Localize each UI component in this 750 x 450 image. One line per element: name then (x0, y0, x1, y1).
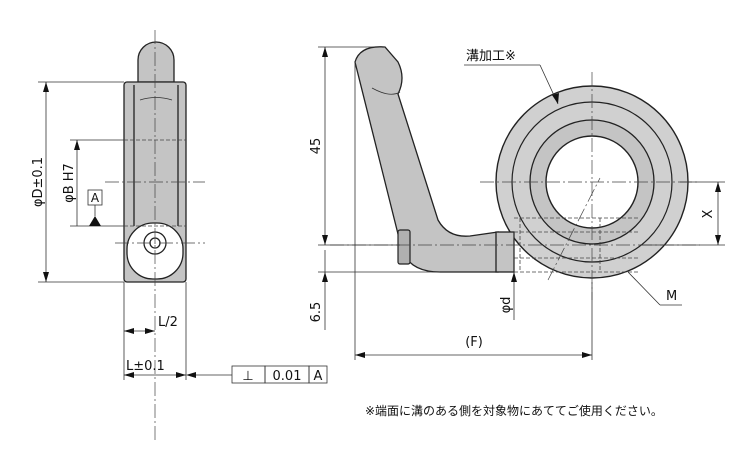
tol-datum: A (314, 369, 323, 384)
dim-D-label: φD±0.1 (31, 157, 46, 207)
dim-F-label: (F) (465, 335, 483, 350)
side-view-lever-edge (133, 85, 179, 226)
tol-box-datum (308, 365, 328, 384)
side-view-handle (137, 41, 175, 83)
dim-d-label: φd (499, 297, 514, 314)
datum-label: A (91, 191, 100, 205)
dim-65-label: 6.5 (309, 302, 324, 323)
tol-symbol: ⊥ (242, 369, 253, 384)
diagonal-centerline (547, 177, 601, 281)
dim-45-label: 45 (309, 138, 324, 155)
dim-B-label: φB H7 (62, 163, 77, 203)
front-view-lever-detail (371, 87, 401, 95)
datum-triangle (89, 216, 101, 226)
front-view: 45 6.5 φd (F) X M 溝加工※ (309, 46, 725, 360)
groove-label: 溝加工※ (466, 49, 516, 64)
dim-L-label: L±0.1 (126, 359, 165, 374)
front-view-screw-head (397, 229, 411, 265)
side-view: φD±0.1 φB H7 A L/2 L±0.1 ⊥ 0.01 A (31, 30, 328, 440)
footnote: ※端面に溝のある側を対象物にあててご使用ください。 (365, 403, 663, 418)
tol-value: 0.01 (273, 369, 302, 384)
dim-X-label: X (701, 209, 716, 218)
front-view-screw-shaft (495, 231, 515, 273)
M-label: M (666, 289, 677, 304)
side-view-lever-curve (139, 97, 173, 101)
M-leader-diag (627, 271, 661, 306)
front-view-lever (354, 46, 499, 273)
dim-L2-label: L/2 (158, 315, 178, 330)
